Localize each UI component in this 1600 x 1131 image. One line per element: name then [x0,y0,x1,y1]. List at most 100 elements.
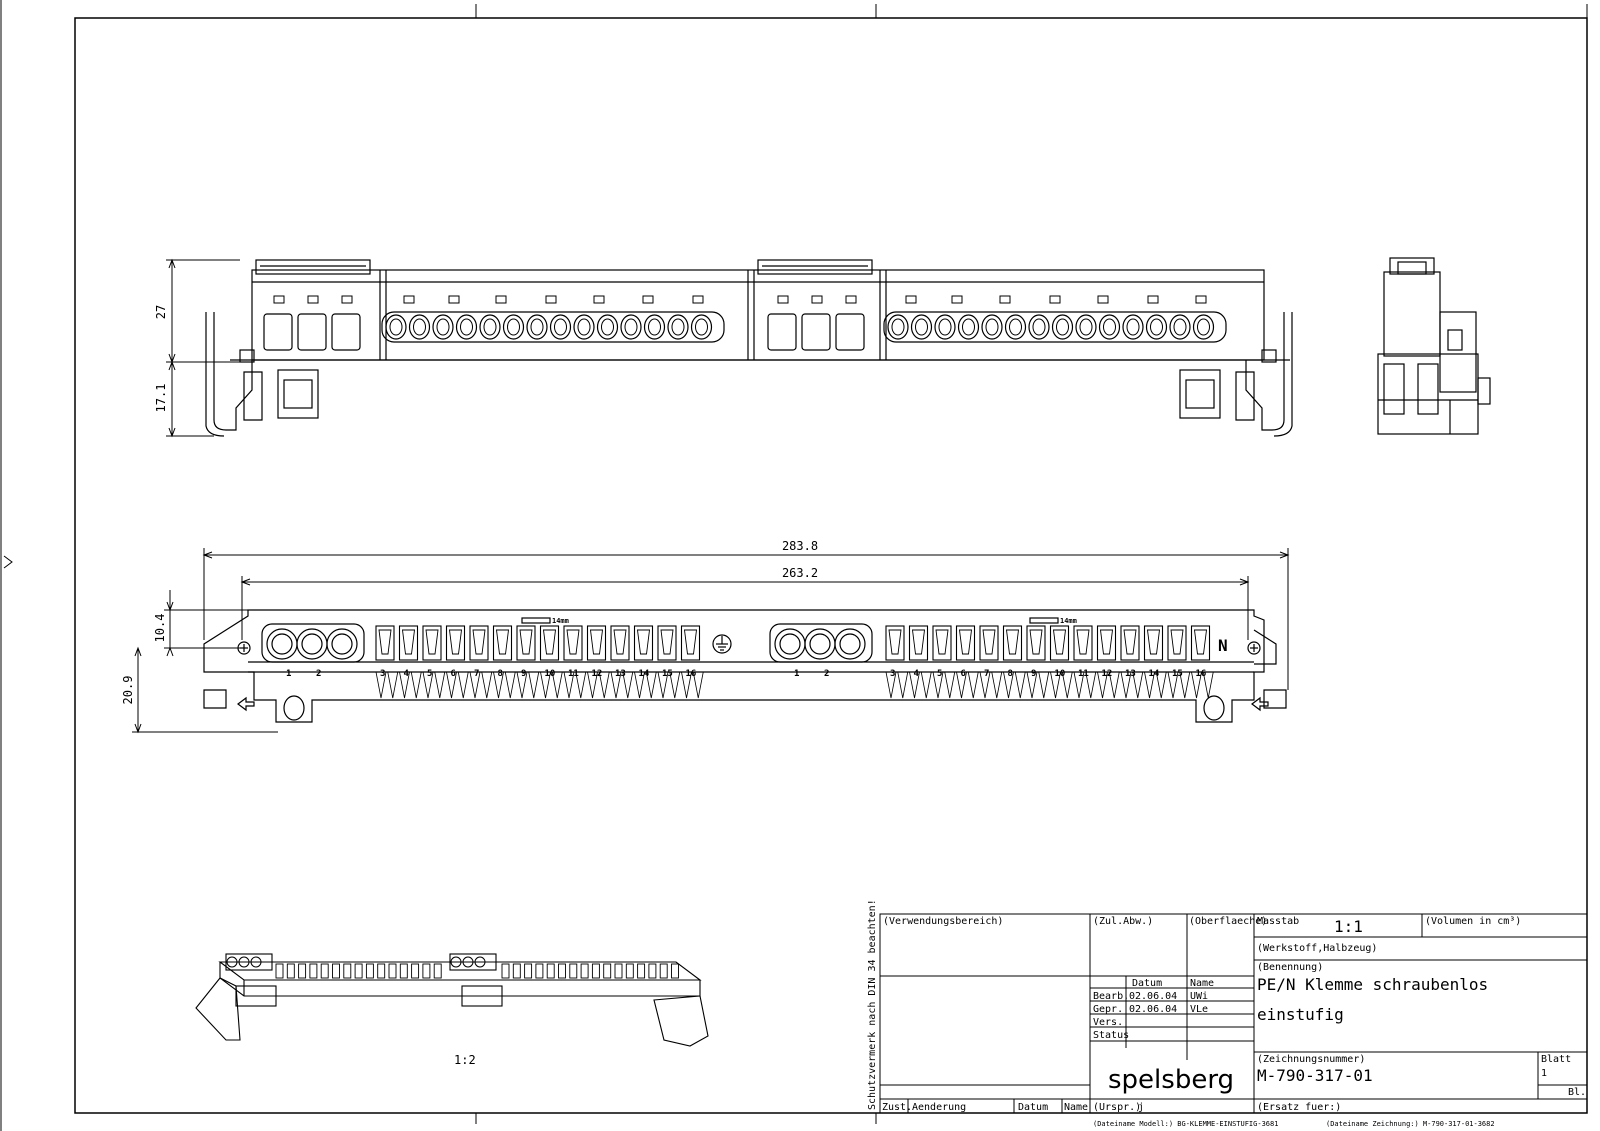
iso-slot [320,963,329,979]
front-round-opening-inner [938,318,952,336]
front-round-opening [549,314,572,340]
plan-terminal-slot [1143,625,1164,661]
front-round-opening [934,314,956,340]
front-marker [1049,295,1061,304]
front-round-opening-inner [530,318,544,336]
plan-tooth [434,671,446,699]
plan-tooth [457,671,469,699]
tag-14mm-left: 14mm [552,617,569,625]
plan-tooth [1026,671,1038,699]
plan-slot-spring [1029,629,1043,655]
front-round-opening-inner [1079,318,1093,336]
terminal-number: 7 [474,669,479,679]
front-round-opening-inner [962,318,975,336]
terminal-number: 9 [521,669,526,679]
front-round-opening-inner [436,318,450,336]
dim-front-height-top: 27 [154,305,168,319]
label-zeichnungsnummer: (Zeichnungsnummer) [1257,1054,1365,1065]
terminal-number: 8 [1008,669,1013,679]
front-round-opening [432,314,454,340]
iso-round-opening [450,956,462,968]
header-name: Name [1190,978,1214,989]
value-urspr: j [1138,1102,1144,1113]
terminal-number: 6 [961,669,966,679]
front-round-opening [1051,314,1074,340]
plan-tooth [575,671,587,699]
iso-slot [625,963,634,979]
label-benennung: (Benennung) [1257,962,1323,973]
front-round-opening-inner [389,318,403,336]
plan-slot-spring [683,629,698,655]
iso-round-opening [226,956,238,968]
plan-tooth [1038,671,1050,699]
plan-tooth [1085,671,1097,699]
plan-tooth [1097,671,1108,699]
front-round-opening-inner [624,318,638,336]
plan-slot-spring [1146,629,1161,655]
iso-slot [546,963,555,979]
plan-view [203,609,1287,723]
plan-tooth [1050,671,1061,699]
plan-slot-spring [1076,629,1090,655]
plan-terminal-slot [955,625,976,661]
label-datum-bottom: Datum [1018,1102,1048,1113]
terminal-number: 14 [1149,669,1160,679]
plan-tooth [375,671,387,699]
neutral-label: N [1218,636,1228,655]
title-block [879,913,1588,1114]
big-terminal-1-right: 1 [794,669,799,679]
row-vers-label: Vers. [1093,1017,1123,1028]
plan-tooth [991,671,1003,699]
terminal-number: 10 [545,669,556,679]
plan-tooth [422,671,434,699]
plan-terminal-slot [1002,625,1023,661]
plan-terminal-slot [398,625,419,661]
terminal-number: 4 [404,669,410,679]
terminal-number: 5 [937,669,942,679]
front-round-opening-inner [648,318,661,336]
label-masstab: Masstab [1257,916,1299,927]
iso-slot [637,963,646,979]
terminal-number: 3 [380,669,385,679]
plan-tooth [634,671,645,699]
plan-tooth [920,671,932,699]
terminal-number: 12 [1102,669,1113,679]
plan-tooth [516,671,528,699]
plan-tooth [493,671,504,699]
front-round-opening-inner [1056,318,1069,336]
iso-slot [298,963,307,979]
value-blatt: 1 [1541,1068,1547,1079]
front-round-opening-inner [601,318,614,336]
plan-tooth [657,671,669,699]
plan-terminal-slot [586,625,607,661]
plan-slot-spring [982,629,996,655]
iso-slot [671,963,679,979]
front-round-opening [1004,314,1027,340]
iso-slot [343,963,352,979]
front-dimension-27 [166,258,240,438]
plan-tooth [909,671,920,699]
row-gepr-name: VLe [1190,1004,1208,1015]
plan-terminal-slot [516,625,536,661]
dim-plan-depth-bottom: 20.9 [121,676,135,705]
plan-slot-spring [472,629,486,655]
side-view [1377,257,1491,435]
plan-terminal-slot [563,625,583,661]
plan-terminal-slot [1096,625,1117,661]
front-round-opening-inner [1103,318,1116,336]
plan-slot-spring [448,629,463,655]
label-zust: Zust. [882,1102,912,1113]
terminal-number: 16 [686,669,697,679]
plan-terminal-slot [680,625,701,661]
plan-terminal-slot [539,625,560,661]
iso-slot [659,963,668,979]
plan-terminal-slot [932,625,952,661]
iso-slot [411,963,420,979]
plan-slot-spring [1123,629,1137,655]
plan-terminal-slot [1120,625,1140,661]
front-round-opening [910,314,933,340]
plan-tooth [563,671,575,699]
plan-terminal-slot [885,625,905,661]
iso-slot [422,963,431,979]
iso-slot [275,963,284,979]
